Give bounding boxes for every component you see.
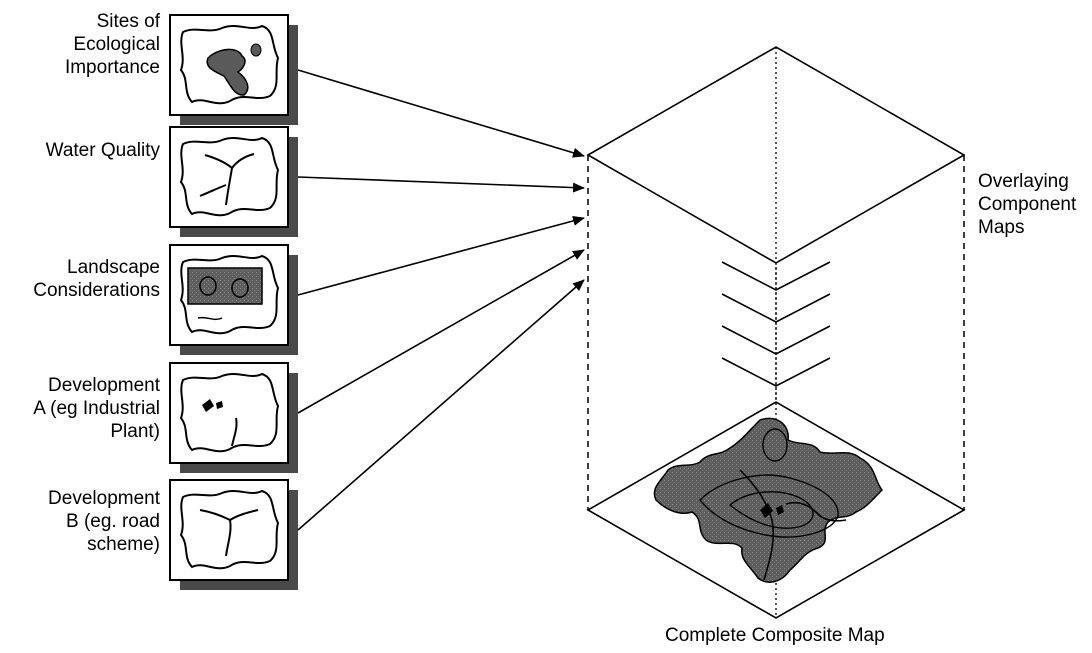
map-outline (179, 254, 280, 335)
top-layer-diamond (586, 46, 966, 264)
overlay-stack (586, 46, 966, 619)
label-dev-b: Development B (eg. road scheme) (48, 488, 160, 555)
ecological-site-area (206, 48, 249, 96)
arrows (297, 69, 585, 531)
label-water: Water Quality (45, 140, 160, 161)
arrow-sites (297, 69, 585, 158)
plant-site (216, 401, 223, 409)
label-landscape: Landscape Considerations (33, 257, 160, 301)
map-outline (179, 136, 280, 217)
composite-contour (728, 491, 814, 529)
arrow-dev-b (297, 279, 585, 531)
composite-plant-site (776, 505, 784, 515)
landscape-feature (199, 276, 217, 296)
map-outline (179, 24, 280, 105)
composite-route (739, 469, 775, 581)
layer-chevron (721, 357, 831, 387)
composite-layer-diamond (586, 401, 966, 619)
arrow-dev-a (297, 249, 585, 414)
composite-contour (699, 474, 839, 538)
landscape-feature (231, 278, 249, 298)
layer-chevron (721, 261, 831, 291)
map-card-dev-b (169, 479, 298, 590)
plant-access (231, 417, 238, 447)
arrow-landscape (297, 216, 585, 296)
label-composite: Complete Composite Map (665, 625, 885, 646)
map-outline (179, 489, 280, 570)
composite-plant-site (760, 503, 773, 518)
map-card-dev-a (169, 362, 298, 473)
ecological-site-spot (250, 43, 262, 57)
composite-route (785, 501, 847, 522)
label-sites: Sites of Ecological Importance (64, 11, 160, 78)
map-outline (179, 372, 280, 453)
layer-chevron (721, 293, 831, 323)
landscape-zone (187, 267, 263, 305)
arrow-water (297, 176, 585, 193)
map-card-landscape (169, 244, 298, 355)
composite-feature-ellipse (762, 428, 788, 462)
plant-site (202, 399, 214, 412)
road-scheme (199, 509, 259, 557)
map-card-water (169, 126, 298, 237)
label-dev-a: Development A (eg Industrial Plant) (33, 375, 160, 442)
map-card-sites (169, 14, 298, 125)
composite-map-area (653, 417, 884, 583)
layer-chevron (721, 325, 831, 355)
label-overlay: Overlaying Component Maps (978, 171, 1077, 238)
landscape-line (197, 316, 223, 321)
river-network (199, 153, 255, 206)
